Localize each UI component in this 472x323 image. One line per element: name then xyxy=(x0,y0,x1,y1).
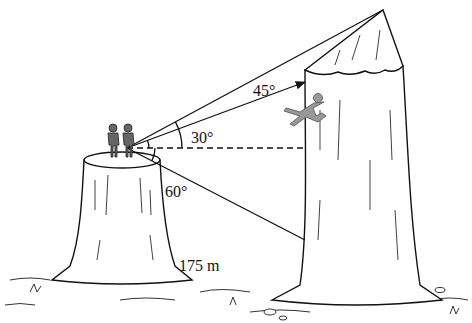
observers xyxy=(108,124,134,157)
angle-label: 45° xyxy=(252,83,276,99)
dimension-label: 175 m xyxy=(178,258,220,274)
left-stump xyxy=(52,152,192,284)
right-stump xyxy=(272,10,442,305)
angle-label: 60° xyxy=(164,184,188,200)
jumping-person xyxy=(284,94,326,127)
angle-label: 30° xyxy=(190,130,214,146)
sight-lines xyxy=(127,10,383,240)
